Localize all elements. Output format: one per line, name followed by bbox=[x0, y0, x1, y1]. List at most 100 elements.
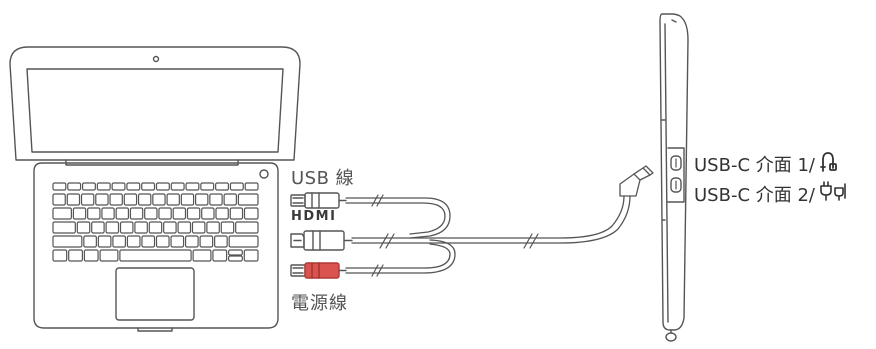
display-panel bbox=[664, 23, 669, 323]
keyboard-key bbox=[229, 182, 244, 191]
keyboard-key bbox=[91, 221, 105, 234]
laptop bbox=[9, 46, 301, 332]
keyboard-key bbox=[141, 182, 156, 191]
keyboard-key bbox=[66, 193, 81, 206]
keyboard-key bbox=[52, 249, 68, 262]
keyboard-key bbox=[95, 193, 109, 206]
port-2-label: USB-C 介面 2/ bbox=[694, 184, 815, 206]
keyboard-key bbox=[237, 193, 259, 206]
keyboard-key bbox=[152, 193, 166, 206]
usb-cable-label: USB 線 bbox=[291, 168, 355, 189]
laptop-camera bbox=[152, 55, 160, 63]
keyboard-key bbox=[201, 207, 215, 220]
keyboard-key bbox=[172, 207, 187, 220]
plug-icon bbox=[819, 180, 849, 207]
keyboard-key bbox=[83, 249, 99, 262]
keyboard-key bbox=[72, 207, 87, 220]
keyboard-key bbox=[228, 235, 259, 248]
laptop-lid bbox=[9, 46, 301, 161]
keyboard-key bbox=[180, 193, 195, 206]
laptop-base bbox=[33, 162, 279, 329]
keyboard-key bbox=[141, 235, 156, 248]
keyboard-key bbox=[220, 221, 235, 234]
keyboard-key bbox=[52, 182, 67, 191]
keyboard-key bbox=[191, 221, 206, 234]
keyboard-key bbox=[228, 249, 243, 256]
keyboard-key bbox=[235, 221, 259, 234]
cable-icon bbox=[819, 150, 839, 177]
keyboard-key bbox=[101, 207, 115, 220]
keyboard-key bbox=[97, 235, 112, 248]
keyboard-key bbox=[123, 193, 138, 206]
port-recess bbox=[667, 147, 685, 203]
keyboard-key bbox=[186, 207, 201, 220]
port-2-row: USB-C 介面 2/ bbox=[694, 180, 849, 207]
keyboard-key bbox=[199, 235, 214, 248]
keyboard-key bbox=[155, 235, 170, 248]
keyboard-key bbox=[229, 207, 244, 220]
keyboard-key bbox=[214, 235, 228, 248]
keyboard-key bbox=[76, 221, 91, 234]
laptop-trackpad bbox=[115, 267, 195, 321]
keyboard-key bbox=[209, 193, 223, 206]
pen-display bbox=[659, 13, 689, 342]
keyboard-key bbox=[137, 193, 152, 206]
keyboard-key bbox=[177, 221, 192, 234]
keyboard-key bbox=[170, 182, 185, 191]
keyboard-key bbox=[52, 235, 83, 248]
laptop-screen bbox=[26, 68, 284, 153]
keyboard-key bbox=[105, 221, 120, 234]
laptop-keyboard bbox=[52, 182, 259, 262]
keyboard-key bbox=[170, 235, 185, 248]
power-connector bbox=[290, 262, 347, 279]
keyboard-key bbox=[80, 193, 95, 206]
power-cable-label: 電源線 bbox=[291, 293, 348, 314]
usb-c-port-1 bbox=[670, 155, 682, 171]
keyboard-key bbox=[134, 221, 148, 234]
keyboard-key bbox=[163, 221, 177, 234]
hdmi-connector bbox=[290, 230, 353, 251]
keyboard-key bbox=[155, 182, 170, 191]
usb-connector bbox=[290, 192, 347, 209]
keyboard-key bbox=[195, 193, 209, 206]
usb-c-port-2 bbox=[670, 177, 682, 193]
keyboard-key bbox=[129, 207, 144, 220]
keyboard-key bbox=[212, 249, 228, 262]
laptop-notch bbox=[137, 327, 173, 332]
keyboard-key bbox=[81, 182, 96, 191]
keyboard-key bbox=[166, 193, 180, 206]
keyboard-key bbox=[87, 207, 101, 220]
keyboard-key bbox=[228, 255, 243, 262]
keyboard-key bbox=[68, 249, 83, 262]
keyboard-key bbox=[119, 249, 192, 262]
keyboard-key bbox=[243, 207, 259, 220]
keyboard-key bbox=[52, 207, 72, 220]
keyboard-key bbox=[96, 182, 111, 191]
keyboard-key bbox=[99, 249, 119, 262]
keyboard-key bbox=[52, 193, 66, 206]
keyboard-key bbox=[126, 235, 141, 248]
keyboard-key bbox=[52, 221, 76, 234]
keyboard-key bbox=[112, 235, 127, 248]
keyboard-key bbox=[83, 235, 97, 248]
hdmi-cable-label: HDMI bbox=[291, 209, 337, 224]
keyboard-key bbox=[243, 249, 259, 262]
keyboard-key bbox=[192, 249, 212, 262]
display-body bbox=[659, 13, 689, 331]
laptop-power-button bbox=[259, 169, 269, 179]
keyboard-key bbox=[184, 235, 199, 248]
keyboard-key bbox=[158, 207, 172, 220]
keyboard-key bbox=[185, 182, 200, 191]
keyboard-key bbox=[67, 182, 82, 191]
display-stand-knob bbox=[665, 332, 677, 342]
port-1-label: USB-C 介面 1/ bbox=[694, 154, 815, 176]
keyboard-key bbox=[215, 182, 230, 191]
keyboard-key bbox=[148, 221, 163, 234]
keyboard-key bbox=[200, 182, 215, 191]
keyboard-key bbox=[126, 182, 141, 191]
keyboard-key bbox=[115, 207, 130, 220]
keyboard-key bbox=[244, 182, 259, 191]
keyboard-key bbox=[223, 193, 237, 206]
keyboard-key bbox=[119, 221, 134, 234]
keyboard-key bbox=[109, 193, 123, 206]
